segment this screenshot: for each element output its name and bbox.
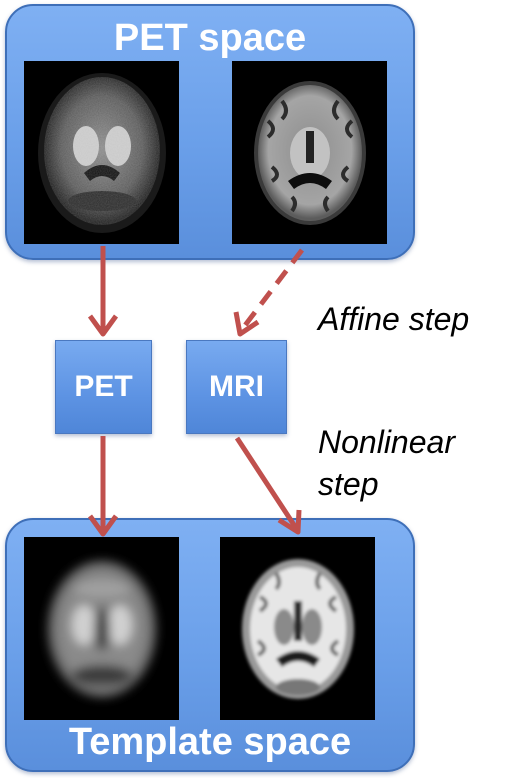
nonlinear-step-label-line1: Nonlinear [318, 424, 455, 460]
arrow-mri-native-to-mri-box-dashed [233, 248, 304, 337]
arrow-pet-box-to-template-pet [87, 436, 119, 537]
arrow-pet-native-to-pet-box [87, 246, 119, 337]
pet-space-title: PET space [113, 17, 307, 59]
template-mri-scan-image [220, 537, 375, 720]
nonlinear-step-label-line2: step [318, 466, 379, 502]
template-pet-scan-image [24, 537, 179, 720]
arrow-mri-box-to-template-mri [234, 436, 302, 535]
mri-box: MRI [186, 340, 287, 434]
template-space-title: Template space [68, 721, 352, 763]
pet-box: PET [55, 340, 152, 434]
native-mri-scan-image [232, 61, 387, 244]
affine-step-label: Affine step [318, 301, 470, 337]
native-pet-scan-image [24, 61, 179, 244]
